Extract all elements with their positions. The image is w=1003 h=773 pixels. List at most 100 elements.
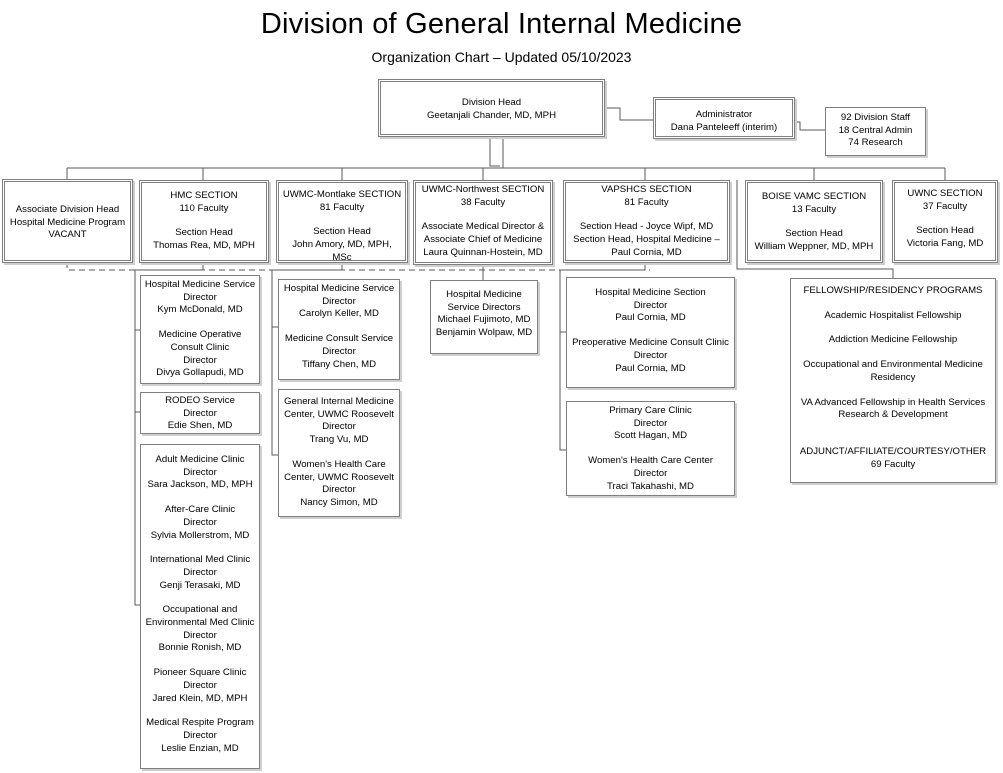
- connector-head-bus: [489, 136, 500, 167]
- box-text-line: Dana Panteleeff (interim): [670, 121, 778, 133]
- line-spacer: [144, 705, 256, 717]
- box-text-line: Hospital Medicine: [446, 289, 522, 300]
- box-text-line: ADJUNCT/AFFILIATE/COURTESY/OTHER: [799, 445, 987, 457]
- box-text-line: Sylvia Mollerstrom, MD: [150, 529, 250, 541]
- box-text-line: Director: [183, 566, 217, 578]
- box-text-line: Jared Klein, MD, MPH: [152, 692, 248, 704]
- connector-assoc-dashed: [66, 262, 650, 271]
- box-text-line: General Internal Medicine: [284, 396, 394, 407]
- box-text-line: Pioneer Square Clinic: [153, 667, 247, 679]
- box-text-line: 92 Division Staff: [840, 112, 911, 123]
- box-text-line: Benjamin Wolpaw, MD: [435, 327, 533, 339]
- line-spacer: [794, 422, 992, 434]
- box-text-line: Geetanjali Chander, MD, MPH: [426, 109, 557, 121]
- box-text-line: Section Head, Hospital Medicine –: [573, 234, 720, 246]
- box-text-line: Genji Terasaki, MD: [159, 579, 241, 591]
- box-text-line: Director: [183, 729, 217, 741]
- box-text-line: Edie Shen, MD: [167, 420, 233, 432]
- box-text-line: Associate Chief of Medicine: [423, 234, 543, 246]
- connector-programs: [736, 180, 894, 278]
- box-text-line: Director: [633, 417, 668, 429]
- box-text-line: HMC SECTION: [170, 190, 238, 201]
- box-text-line: Director: [633, 299, 668, 311]
- box-text-line: Preoperative Medicine Consult Clinic: [572, 337, 729, 349]
- box-text-line: VACANT: [48, 229, 87, 241]
- box-text-line: Section Head: [916, 225, 974, 237]
- box-text-line: UWNC SECTION: [907, 188, 983, 199]
- box-text-line: Director: [183, 629, 217, 641]
- box-text-line: Director: [633, 349, 668, 361]
- box-text-line: Trang Vu, MD: [309, 434, 369, 446]
- box-text-line: International Med Clinic: [149, 554, 251, 566]
- box-text-line: Occupational and: [162, 604, 238, 616]
- line-spacer: [570, 325, 731, 337]
- box-text-line: 38 Faculty: [460, 196, 506, 208]
- line-spacer: [419, 209, 547, 221]
- line-spacer: [282, 321, 396, 333]
- box-text-line: Addiction Medicine Fellowship: [828, 334, 958, 346]
- line-spacer: [569, 209, 724, 221]
- line-spacer: [794, 385, 992, 397]
- box-text-line: Center, UWMC Roosevelt: [284, 471, 394, 483]
- box-text-line: Director: [322, 421, 356, 433]
- box-text-line: Environmental Med Clinic: [145, 617, 255, 629]
- box-text-line: Section Head: [313, 226, 371, 238]
- box-text-line: Michael Fujimoto, MD: [437, 314, 531, 326]
- line-spacer: [144, 492, 256, 504]
- box-text-line: Director: [183, 679, 217, 691]
- box-text-line: Director: [322, 345, 356, 357]
- box-text-line: Hospital Medicine Section: [595, 287, 706, 298]
- line-spacer: [751, 216, 877, 228]
- box-text-line: UWMC-Northwest SECTION: [421, 184, 545, 195]
- box-text-line: 110 Faculty: [179, 202, 229, 214]
- box-text-line: Center, UWMC Roosevelt: [284, 408, 394, 420]
- box-text-line: Hospital Medicine Program: [9, 216, 126, 228]
- chart-title: Division of General Internal Medicine: [260, 8, 743, 40]
- box-text-line: Women's Health Care: [292, 458, 386, 470]
- box-text-line: 37 Faculty: [922, 200, 968, 212]
- box-text-line: Director: [633, 467, 668, 479]
- box-text-line: Consult Clinic: [170, 341, 230, 353]
- box-text-line: William Weppner, MD, MPH: [754, 241, 874, 253]
- line-spacer: [144, 655, 256, 667]
- box-text-line: Occupational and Environmental Medicine: [803, 359, 983, 371]
- line-spacer: [794, 434, 992, 446]
- box-text-line: Director: [322, 295, 356, 307]
- box-text-line: Primary Care Clinic: [609, 405, 692, 416]
- box-text-line: Bonnie Ronish, MD: [158, 642, 242, 654]
- box-text-line: BOISE VAMC SECTION: [761, 191, 867, 202]
- box-text-line: Medicine Consult Service: [284, 333, 394, 345]
- box-text-line: Divya Gollapudi, MD: [156, 367, 244, 379]
- box-text-line: Director: [183, 354, 217, 366]
- box-text-line: Hospital Medicine Service: [283, 283, 395, 294]
- box-text-line: John Amory, MD, MPH, MSc: [292, 239, 392, 263]
- box-text-line: Service Directors: [447, 301, 521, 313]
- box-text-line: Associate Division Head: [15, 204, 120, 215]
- box-text-line: Nancy Simon, MD: [300, 496, 378, 508]
- line-spacer: [794, 322, 992, 334]
- box-text-line: Kym McDonald, MD: [157, 304, 243, 316]
- box-text-line: 81 Faculty: [624, 196, 669, 208]
- box-text-line: Women's Health Care Center: [588, 455, 713, 467]
- box-text-line: Associate Medical Director &: [421, 221, 545, 233]
- line-spacer: [144, 592, 256, 604]
- box-text-line: Academic Hospitalist Fellowship: [824, 309, 962, 321]
- box-text-line: Section Head: [785, 228, 843, 240]
- box-text-line: Adult Medicine Clinic: [155, 454, 245, 465]
- box-text-line: Scott Hagan, MD: [613, 430, 688, 442]
- box-text-line: VAPSHCS SECTION: [601, 184, 692, 195]
